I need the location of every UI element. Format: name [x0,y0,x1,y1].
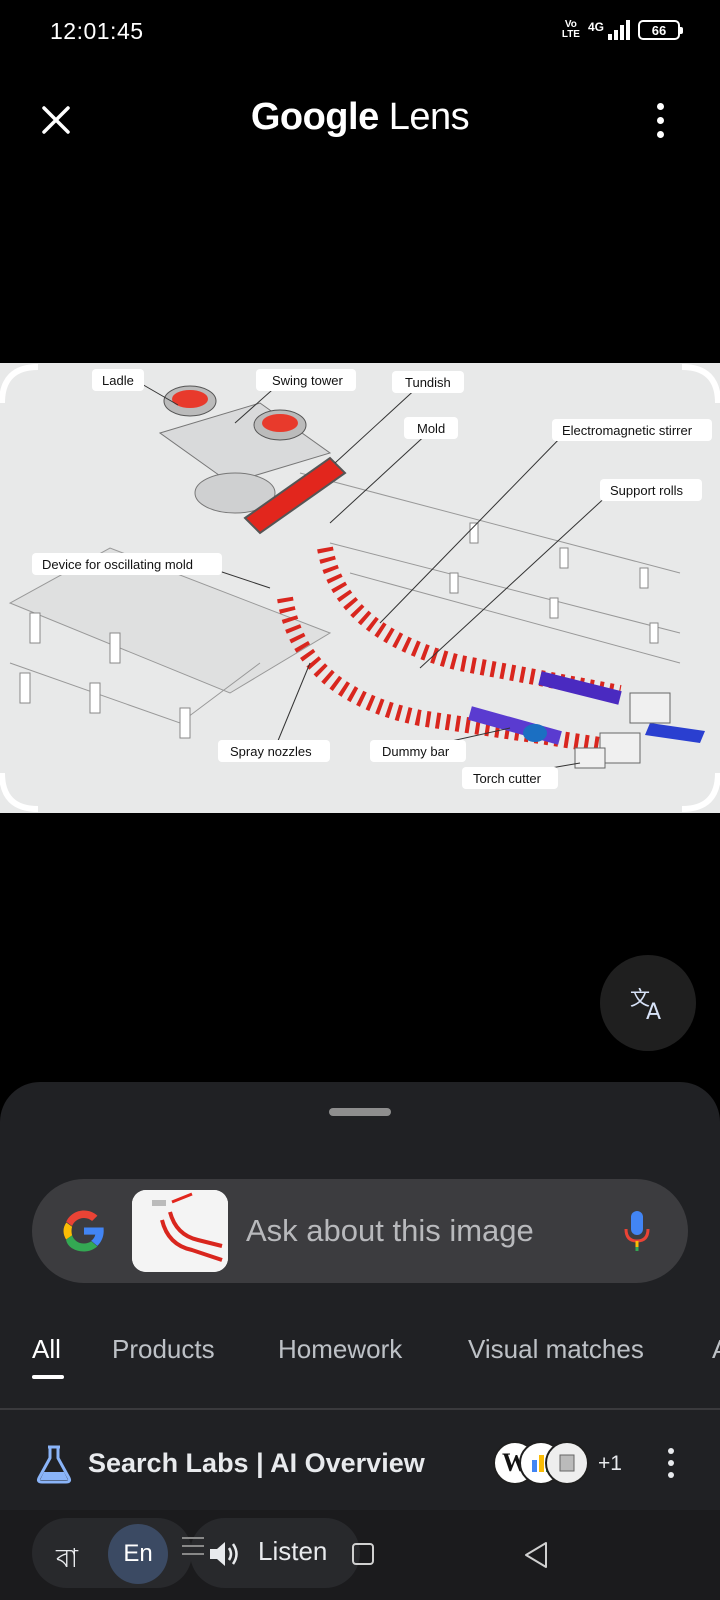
label-oscillating-mold: Device for oscillating mold [42,557,193,572]
tab-overflow[interactable]: A [712,1334,720,1365]
microphone-icon[interactable] [622,1209,652,1253]
app-title-product: Lens [378,96,470,138]
label-ladle: Ladle [102,373,134,388]
ai-overview-title: Search Labs | AI Overview [88,1448,425,1478]
close-button[interactable] [36,100,76,140]
bottom-toolbar: বা En Listen [0,1510,720,1600]
search-input[interactable]: Ask about this image [246,1213,534,1248]
book-source-glyph [559,1454,575,1472]
close-icon [42,106,70,134]
language-switcher[interactable]: বা En [32,1518,192,1588]
app-title: Google Lens [0,96,720,139]
svg-text:A: A [646,1000,661,1023]
label-support-rolls: Support rolls [610,483,683,498]
home-nav-icon[interactable] [352,1543,374,1565]
tab-visual-matches[interactable]: Visual matches [468,1334,644,1364]
more-vert-dot [668,1472,674,1478]
source-avatars[interactable]: W [493,1441,593,1487]
more-vert-icon [656,102,664,110]
thumbnail-diagram [132,1190,228,1272]
query-image-thumbnail[interactable] [132,1190,228,1272]
label-electromagnetic-stirrer: Electromagnetic stirrer [562,423,693,438]
search-bar[interactable]: Ask about this image [32,1179,688,1283]
label-spray-nozzles: Spray nozzles [230,744,312,759]
tab-homework[interactable]: Homework [278,1334,403,1364]
battery-icon: 66 [638,20,683,40]
back-nav-icon[interactable] [522,1540,550,1570]
translate-icon: 文 A [630,986,661,1023]
language-bengali[interactable]: বা [56,1543,79,1573]
drag-handle[interactable] [329,1108,391,1116]
label-tundish: Tundish [405,375,451,390]
label-dummy-bar: Dummy bar [382,744,450,759]
tab-products[interactable]: Products [112,1334,215,1364]
language-english[interactable]: En [108,1524,168,1584]
lens-image[interactable]: Ladle Swing tower Tundish Mold Electroma… [0,363,720,813]
ai-overview-header[interactable]: Search Labs | AI Overview W +1 [0,1430,720,1500]
label-swing-tower: Swing tower [272,373,343,388]
status-time: 12:01:45 [50,18,144,44]
flask-icon [36,1445,72,1484]
more-vert-dot [656,130,664,138]
source-count: +1 [598,1452,622,1475]
continuous-casting-diagram: Ladle Swing tower Tundish Mold Electroma… [0,363,720,813]
speaker-icon [210,1542,238,1566]
listen-label: Listen [258,1536,328,1566]
tab-all[interactable]: All [32,1334,61,1364]
more-vert-icon [668,1448,674,1454]
app-title-brand: Google [250,96,379,138]
more-vert-dot [668,1460,674,1466]
recents-menu-icon[interactable] [180,1535,206,1557]
listen-button[interactable]: Listen [190,1518,360,1588]
network-type: 4G [587,20,604,34]
more-options-button[interactable] [648,100,672,140]
google-logo-icon [63,1210,104,1252]
book-source-icon [545,1441,589,1485]
tabs-divider [0,1408,720,1410]
more-vert-dot [656,116,664,124]
label-mold: Mold [417,421,445,436]
translate-button[interactable]: 文 A [600,955,696,1051]
label-torch-cutter: Torch cutter [473,771,542,786]
result-tabs: All Products Homework Visual matches A [0,1322,720,1386]
battery-level: 66 [651,22,667,38]
svg-text:文: 文 [630,986,650,1010]
signal-icon [608,20,630,40]
active-tab-indicator [32,1375,64,1379]
ai-overview-more-button[interactable] [664,1448,678,1478]
